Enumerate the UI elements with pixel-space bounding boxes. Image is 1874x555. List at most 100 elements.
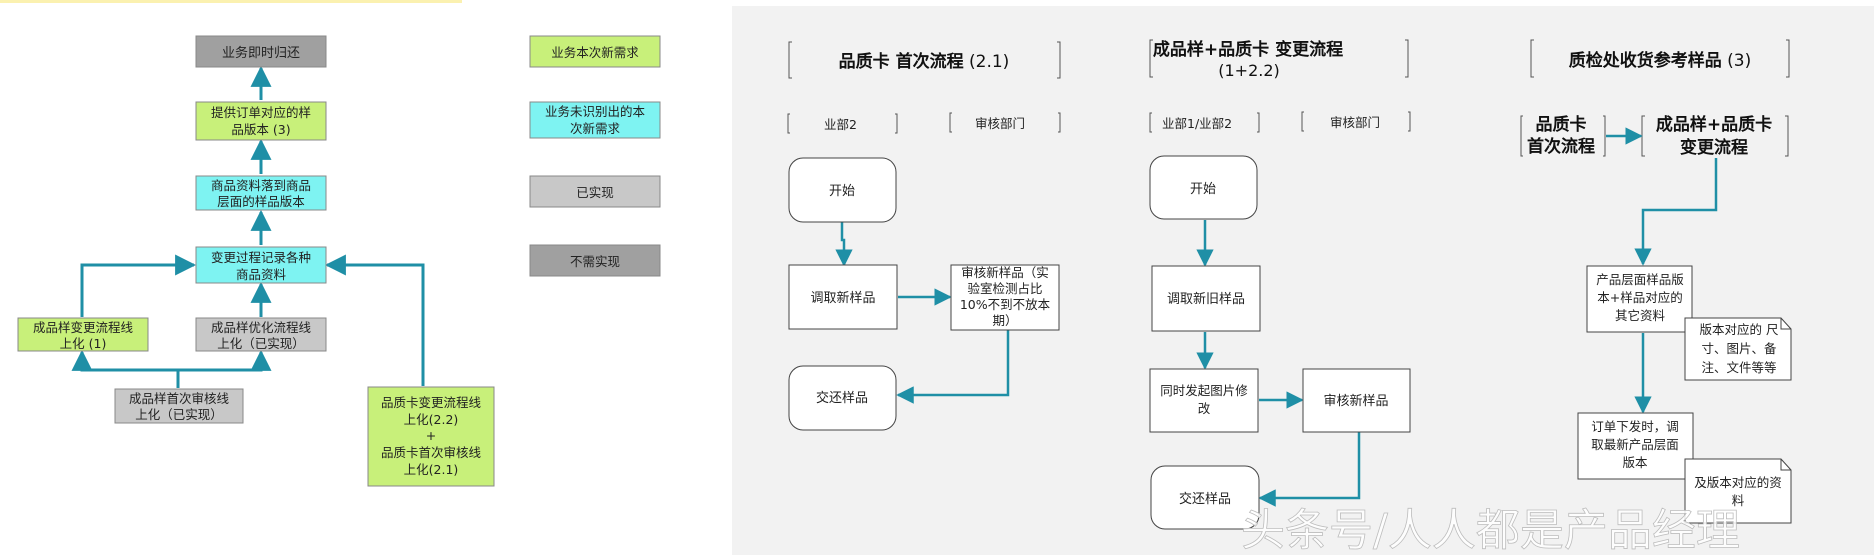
label-change-record-2: 商品资料 xyxy=(236,267,287,282)
label-provide-version-2: 品版本 (3) xyxy=(231,122,290,137)
label-change-record-1: 变更过程记录各种 xyxy=(211,250,311,265)
s1-review-1: 审核新样品（实 xyxy=(961,265,1049,280)
s1-title-bold: 品质卡 首次流程 xyxy=(839,51,964,72)
s3-version-note2-2: 料 xyxy=(1732,493,1745,508)
s3-version-note2-1: 及版本对应的资 xyxy=(1694,475,1782,490)
label-quality-card-3: + xyxy=(426,428,436,443)
s3-order-issue-node xyxy=(1577,412,1694,480)
s2-connectors xyxy=(1196,220,1361,507)
s3-order-issue-3: 版本 xyxy=(1622,455,1648,470)
s2-title: 成品样+品质卡 变更流程 xyxy=(1153,39,1343,60)
s2-arrow-review-return xyxy=(1258,432,1361,507)
legend-unrecognized-swatch xyxy=(529,101,661,139)
s1-review-4: 期） xyxy=(992,313,1017,328)
legend-not-needed: 不需实现 xyxy=(570,254,620,269)
label-first-review-1: 成品样首次审核线 xyxy=(129,391,230,406)
left-connectors xyxy=(71,65,425,388)
box-product-info xyxy=(195,175,327,211)
arrow-finished-change-to-record xyxy=(80,254,197,317)
s3-change-flow-2: 变更流程 xyxy=(1680,137,1748,158)
s3-version-note xyxy=(1684,317,1792,381)
box-finished-optimize xyxy=(195,317,327,352)
box-provide-version xyxy=(195,101,327,141)
s2-review-node xyxy=(1302,368,1411,433)
s3-order-issue-2: 取最新产品层面 xyxy=(1591,437,1679,452)
s3-version-note2 xyxy=(1684,458,1792,524)
s1-start: 开始 xyxy=(829,184,855,199)
s1-dept-right: 审核部门 xyxy=(975,116,1025,131)
s3-product-version-1: 产品层面样品版 xyxy=(1596,272,1684,287)
s1-title-num: (2.1) xyxy=(964,52,1010,72)
s2-review: 审核新样品 xyxy=(1323,393,1388,409)
label-quality-card-5: 上化(2.1) xyxy=(404,462,459,477)
s3-title-bold: 质检处收货参考样品 xyxy=(1569,50,1722,71)
box-business-return xyxy=(195,35,327,68)
s3-version-note2-fold xyxy=(1780,459,1791,471)
s2-title-bracket xyxy=(1149,39,1409,78)
label-finished-change-1: 成品样变更流程线 xyxy=(33,320,134,335)
s3-title-bracket xyxy=(1530,39,1790,78)
s1-review-3: 10%不到不放本 xyxy=(960,297,1051,312)
legend-not-needed-swatch xyxy=(529,244,661,277)
box-finished-change xyxy=(17,317,149,352)
s3-card-first-bracket xyxy=(1520,115,1606,157)
legend: 业务本次新需求 业务未识别出的本 次新需求 已实现 不需实现 xyxy=(529,35,661,277)
s1-arrow-start-fetch xyxy=(835,222,853,267)
s1-fetch-node xyxy=(788,264,898,330)
s2-simul-1: 同时发起图片修 xyxy=(1160,383,1248,398)
label-product-info-1: 商品资料落到商品 xyxy=(211,178,311,193)
s2-dept-left: 业部1/业部2 xyxy=(1162,116,1232,131)
legend-implemented-swatch xyxy=(529,175,661,208)
s3-title-num: (3) xyxy=(1722,51,1751,71)
s2-dept-left-bracket xyxy=(1149,112,1260,133)
s1-title: 品质卡 首次流程 (2.1) xyxy=(839,51,1010,72)
s2-fetch: 调取新旧样品 xyxy=(1167,291,1245,307)
s1-review-node xyxy=(950,264,1060,331)
legend-unrecognized-2: 次新需求 xyxy=(570,121,621,136)
s3-order-issue-1: 订单下发时，调 xyxy=(1591,419,1679,434)
s2-start: 开始 xyxy=(1190,182,1216,197)
s2-dept-right-bracket xyxy=(1301,111,1411,132)
s1-dept-left: 业部2 xyxy=(824,117,857,132)
top-strip xyxy=(0,0,462,3)
s1-title-bracket xyxy=(788,41,1061,79)
s3-version-note-fold xyxy=(1780,318,1791,330)
s3-card-first-1: 品质卡 xyxy=(1536,114,1587,135)
s1-return: 交还样品 xyxy=(816,390,868,406)
s2-simul-2: 改 xyxy=(1198,401,1211,416)
box-finished-first-review xyxy=(114,388,244,424)
watermark: 头条号/人人都是产品经理 xyxy=(1241,505,1740,555)
s2-simul-node xyxy=(1149,368,1259,433)
s1-dept-left-bracket xyxy=(787,113,898,134)
s2-return-node xyxy=(1150,465,1260,530)
label-quality-card-1: 品质卡变更流程线 xyxy=(381,395,482,410)
s3-card-first-2: 首次流程 xyxy=(1527,136,1595,157)
s2-return: 交还样品 xyxy=(1179,491,1231,507)
label-quality-card-2: 上化(2.2) xyxy=(404,412,459,427)
arrow-first-review-to-optimize xyxy=(178,349,272,372)
s3-product-version-node xyxy=(1586,265,1693,333)
box-quality-card-change xyxy=(367,386,495,487)
left-diagram: 业务即时归还 提供订单对应的样 品版本 (3) 商品资料落到商品 层面的样品版本… xyxy=(17,35,495,487)
s3-change-flow-1: 成品样+品质卡 xyxy=(1656,114,1772,135)
label-first-review-2: 上化（已实现） xyxy=(135,407,223,422)
label-business-return: 业务即时归还 xyxy=(222,45,300,61)
box-change-record xyxy=(195,246,327,284)
s3-connectors xyxy=(1606,127,1718,414)
s1-fetch: 调取新样品 xyxy=(810,290,875,306)
legend-new-demand-swatch xyxy=(529,35,661,68)
section-finished-quality-change: 成品样+品质卡 变更流程 (1+2.2) 业部1/业部2 审核部门 开始 调取新… xyxy=(1149,39,1411,530)
label-provide-version-1: 提供订单对应的样 xyxy=(211,105,311,120)
s2-fetch-node xyxy=(1151,265,1261,332)
arrow-first-review-to-finished-change xyxy=(71,349,180,388)
s2-title-num: (1+2.2) xyxy=(1218,61,1280,80)
s1-return-node xyxy=(788,365,897,431)
legend-implemented: 已实现 xyxy=(576,185,614,200)
section-quality-card-first: 品质卡 首次流程 (2.1) 业部2 审核部门 开始 调取新样品 审核新样品（实… xyxy=(787,41,1061,431)
s3-version-note-3: 注、文件等等 xyxy=(1701,360,1776,375)
legend-unrecognized-1: 业务未识别出的本 xyxy=(545,104,646,119)
s1-start-node xyxy=(788,157,897,223)
s3-title: 质检处收货参考样品 (3) xyxy=(1569,50,1751,71)
s1-connectors xyxy=(835,222,1010,404)
